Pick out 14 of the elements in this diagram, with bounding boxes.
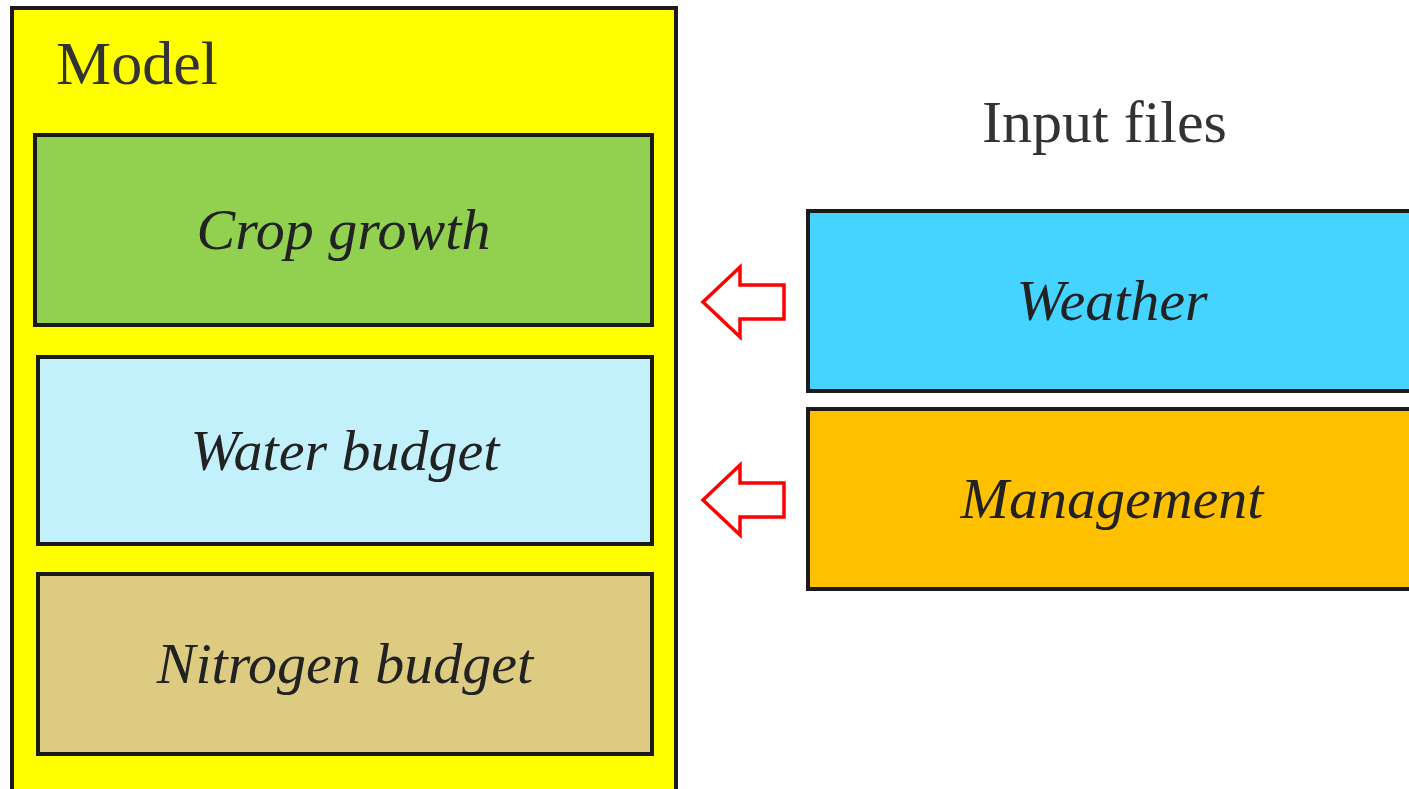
- process-box: [33, 133, 654, 327]
- box-label: Nitrogen budget: [156, 635, 534, 693]
- box-label: Management: [960, 470, 1264, 528]
- box-label: Weather: [1016, 272, 1208, 330]
- process-box: [36, 572, 654, 756]
- hollow-arrow: [700, 460, 786, 540]
- container-box: [10, 6, 678, 789]
- box-label: Water budget: [190, 421, 500, 480]
- hollow-arrow: [700, 262, 786, 342]
- process-box: [36, 355, 654, 546]
- box-label: Crop growth: [196, 201, 491, 259]
- process-box: [806, 209, 1409, 393]
- process-box: [806, 407, 1409, 591]
- container-title: Model: [55, 28, 218, 94]
